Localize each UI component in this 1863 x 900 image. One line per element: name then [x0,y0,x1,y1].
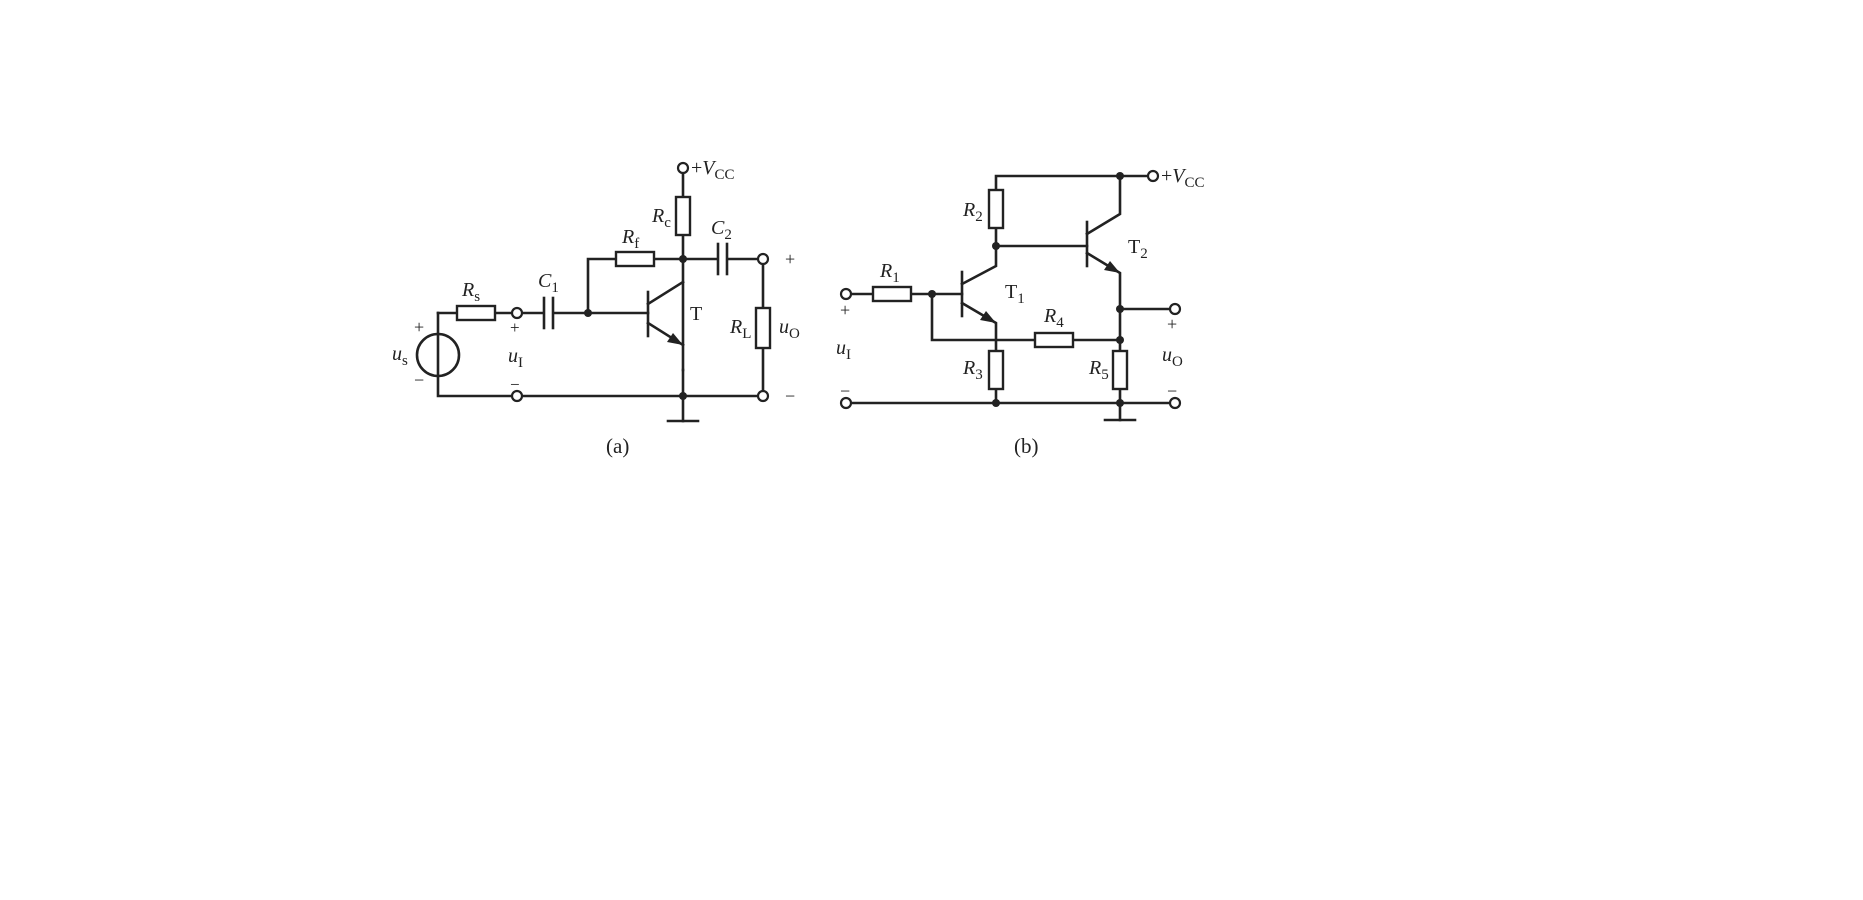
t1-label: T1 [1005,281,1025,307]
junction-dot [1116,336,1124,344]
t2-label: T2 [1128,236,1148,262]
output-minus-a: − [785,386,795,406]
vcc-rail-b [994,174,1150,192]
output-voltage-label-a: uO [779,316,800,342]
r3-label: R3 [962,357,983,383]
r2-resistor [987,188,1005,230]
rc-label: Rc [651,205,671,231]
output-plus-a: + [785,249,795,269]
caption-b: (b) [1014,434,1039,458]
vcc-label-b: +VCC [1161,165,1205,191]
c1-capacitor [542,296,555,330]
junction-dot [992,242,1000,250]
output-plus-b: + [1167,314,1177,334]
r1-label: R1 [879,260,900,286]
input-plus-b: + [840,300,850,320]
input-terminal-bottom-a [510,389,524,403]
output-terminal-top-b [1168,302,1182,316]
rf-left-wire [586,257,618,315]
vcc-label-a: +VCC [691,157,735,183]
r4-resistor [1033,331,1075,349]
input-voltage-label-b: uI [836,337,851,363]
transistor-t1-icon [960,270,996,323]
junction-dot [679,255,687,263]
vcc-terminal-a [676,161,690,175]
t2-collector-wire [1085,174,1122,236]
t1-emitter-wire [960,301,998,353]
rl-label: RL [729,316,751,342]
figure-a: +VCC Rc Rf C2 C1 Rs T RL uO + − + uI − +… [392,157,800,458]
junction-dot [584,309,592,317]
r3-resistor [987,349,1005,391]
rs-label: Rs [461,279,480,305]
input-minus-a: − [510,375,520,394]
input-voltage-label-a: uI [508,345,523,371]
c2-label: C2 [711,217,732,243]
rf-label: Rf [621,226,639,252]
rl-resistor [754,306,772,350]
t1-collector-wire [960,226,998,286]
r1-resistor [871,285,913,303]
output-voltage-label-b: uO [1162,344,1183,370]
c2-capacitor [716,242,729,276]
input-minus-b: − [840,381,850,401]
input-plus-a: + [510,318,520,337]
r4-label: R4 [1043,305,1064,331]
output-terminal-bottom-b [1168,396,1182,410]
rf-resistor [614,250,656,268]
r4-left-wire [930,292,1037,342]
input-terminal-bottom-b [839,396,853,410]
junction-dot [1116,172,1124,180]
caption-a: (a) [606,434,629,458]
r5-resistor [1111,349,1129,391]
output-minus-b: − [1167,381,1177,401]
rc-resistor [674,195,692,237]
voltage-source-icon [415,332,461,378]
source-label: us [392,343,408,369]
rs-resistor [455,304,497,322]
source-bottom-wire [436,375,513,398]
transistor-t-icon [646,280,685,347]
transistor-t-label: T [690,303,702,325]
junction-dot [679,392,687,400]
source-plus: + [414,317,424,337]
output-terminal-top-a [756,252,770,266]
figure-b: +VCC R2 T2 R1 T1 R4 R3 R5 + uI − + uO − … [836,165,1205,458]
c1-label: C1 [538,270,559,296]
input-terminal-top-a [510,306,524,320]
junction-dot [1116,399,1124,407]
r5-label: R5 [1088,357,1109,383]
transistor-t2-icon [1085,220,1120,273]
r2-label: R2 [962,199,983,225]
output-terminal-bottom-a [756,389,770,403]
source-minus: − [414,370,424,390]
vcc-terminal-b [1146,169,1160,183]
junction-dot [1116,305,1124,313]
input-terminal-top-b [839,287,853,301]
junction-dot [928,290,936,298]
junction-dot [992,399,1000,407]
